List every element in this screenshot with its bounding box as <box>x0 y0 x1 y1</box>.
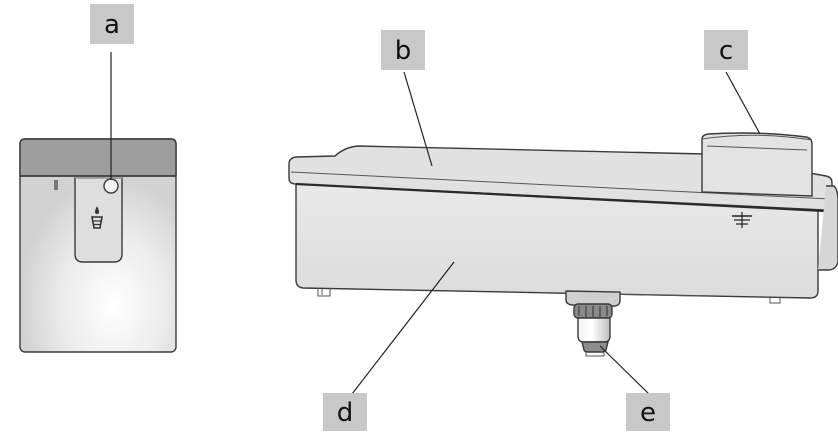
dispenser-panel <box>19 138 177 353</box>
callout-c-box <box>704 30 748 70</box>
callout-e: e <box>626 393 670 431</box>
callout-a: a <box>90 4 134 44</box>
tank-body <box>295 181 819 299</box>
callout-b-label: b <box>395 36 412 66</box>
callout-e-box <box>626 393 670 431</box>
callout-a-box <box>90 4 134 44</box>
callout-a-label: a <box>104 10 120 40</box>
tank-handle <box>818 185 838 271</box>
callout-d-label: d <box>337 398 354 428</box>
leader-e <box>599 345 651 396</box>
filler-cap <box>701 132 813 197</box>
outlet-valve <box>565 290 621 357</box>
callout-b-box <box>381 30 425 70</box>
callout-c-label: c <box>719 36 733 66</box>
panel-indicator-slot <box>54 180 58 190</box>
leader-b <box>403 71 433 167</box>
callout-e-label: e <box>640 398 656 428</box>
dispenser-recess <box>74 177 123 263</box>
tank-lid <box>288 145 833 211</box>
leader-lines <box>110 52 761 396</box>
water-tank <box>288 132 838 357</box>
water-drop-cup-icon <box>91 206 103 229</box>
callout-d: d <box>323 393 367 431</box>
max-level-mark-icon <box>732 212 752 228</box>
leader-c <box>725 71 761 135</box>
callout-d-box <box>323 393 367 431</box>
panel-top-band <box>19 138 177 177</box>
callout-c: c <box>704 30 748 70</box>
leader-d <box>351 261 455 395</box>
dispenser-button <box>103 178 119 194</box>
callout-b: b <box>381 30 425 70</box>
